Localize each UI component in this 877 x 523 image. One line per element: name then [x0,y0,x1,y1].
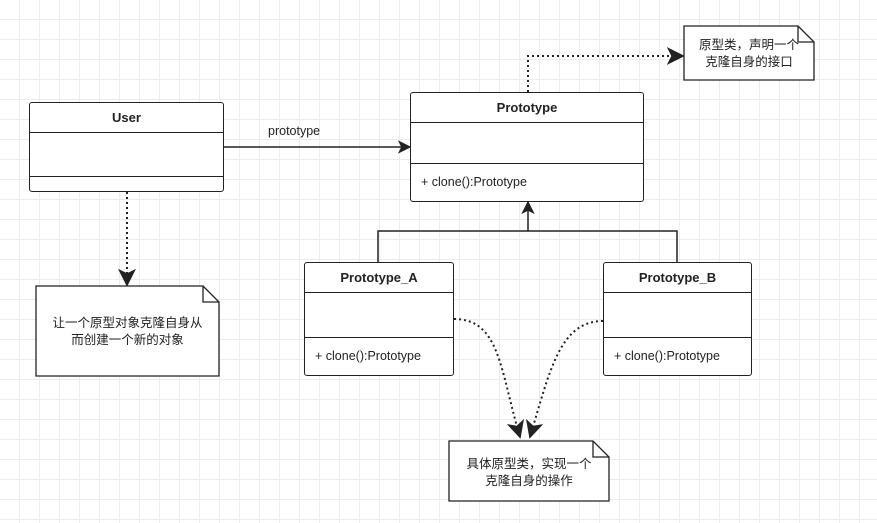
prototype-note-line-2: 克隆自身的接口 [705,54,793,69]
prototype-note-shape [683,25,815,81]
user-note-shape [35,285,220,377]
class-prototype-a-method: + clone():Prototype [315,349,421,363]
association-label: prototype [268,124,321,138]
class-prototype-a-attributes [305,293,453,338]
concrete-note: 具体原型类，实现一个 克隆自身的操作 [449,455,609,489]
inheritance-connector [377,230,678,262]
prototype-note-line-1: 原型类，声明一个 [698,37,799,52]
class-prototype-b-attributes [604,293,751,338]
class-user-methods [30,177,223,191]
class-prototype-method: + clone():Prototype [421,175,527,189]
class-prototype-a[interactable]: Prototype_A + clone():Prototype [304,262,454,376]
prototype-note: 原型类，声明一个 克隆自身的接口 [684,36,814,70]
user-note-line-1: 让一个原型对象克隆自身从 [52,315,203,330]
class-prototype-b[interactable]: Prototype_B + clone():Prototype [603,262,752,376]
class-user-attributes [30,133,223,177]
class-user-name: User [30,103,223,133]
class-prototype-b-name: Prototype_B [604,263,751,293]
prototype-a-note-link [453,318,524,439]
user-note: 让一个原型对象克隆自身从 而创建一个新的对象 [36,314,219,348]
class-prototype-b-method: + clone():Prototype [614,349,720,363]
class-prototype-a-name: Prototype_A [305,263,453,293]
class-prototype[interactable]: Prototype + clone():Prototype [410,92,644,202]
concrete-note-line-1: 具体原型类，实现一个 [466,456,592,471]
user-note-line-2: 而创建一个新的对象 [71,332,184,347]
class-prototype-name: Prototype [411,93,643,123]
class-user[interactable]: User [29,102,224,192]
concrete-note-shape [448,440,610,502]
class-prototype-attributes [411,123,643,164]
prototype-b-note-link [526,320,604,439]
prototype-note-link [527,47,685,92]
concrete-note-line-2: 克隆自身的操作 [485,473,573,488]
